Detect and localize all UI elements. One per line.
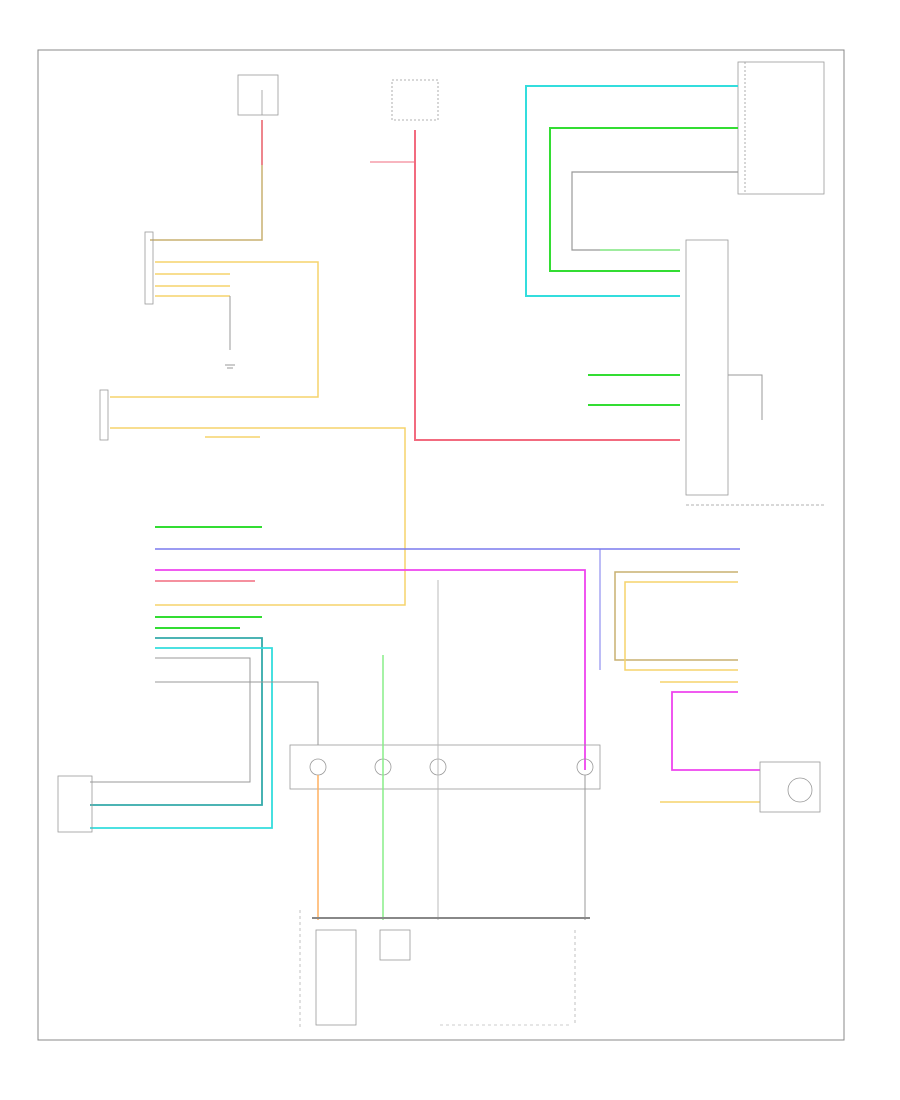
tan-wire-right-1 [614, 571, 738, 661]
right-module [685, 239, 729, 496]
gray-wire-right [728, 374, 763, 420]
yellow-wire-5 [110, 427, 406, 606]
right-sensor [759, 761, 821, 813]
gray-wire-3 [155, 681, 319, 745]
red-wire-main [414, 130, 680, 441]
left-connector-2 [99, 389, 109, 441]
left-sensor [57, 775, 93, 833]
tan-wire-top [150, 120, 263, 241]
pink-wire-right [671, 691, 760, 771]
yellow-wire-1 [110, 261, 319, 398]
cyan-wire-2 [90, 647, 273, 829]
fuse-block-1 [237, 74, 279, 116]
cruise-switch-assembly [299, 910, 590, 1030]
teal-wire-1 [90, 637, 263, 806]
center-module [289, 744, 601, 790]
fuse-block-2 [391, 79, 439, 121]
green-wire-1 [549, 127, 738, 272]
ground-symbol-1 [225, 364, 235, 369]
gray-wire-2 [90, 657, 251, 783]
cyan-wire-1 [525, 85, 738, 297]
top-right-module [737, 61, 825, 195]
left-connector-1 [144, 231, 154, 305]
yellow-wire-right-1 [624, 581, 738, 671]
pink-wire-main [155, 569, 586, 770]
gray-wire-1 [571, 171, 738, 251]
diagram-frame [37, 49, 845, 1041]
